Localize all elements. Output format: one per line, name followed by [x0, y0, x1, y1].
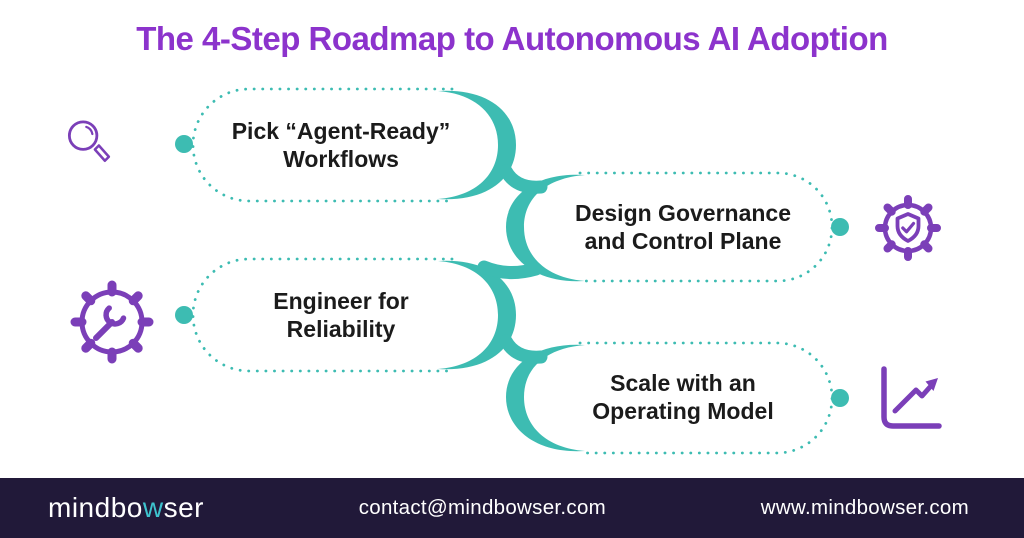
step-3-label: Engineer for Reliability: [273, 287, 409, 342]
page-title: The 4-Step Roadmap to Autonomous AI Adop…: [136, 20, 888, 57]
connector-neck-2: [477, 260, 543, 279]
connector-layer: [175, 87, 849, 455]
logo-accent: w: [142, 492, 164, 523]
connector-arc-4: [506, 344, 585, 452]
step-4-label: Scale with an Operating Model: [592, 369, 774, 424]
website-url: www.mindbowser.com: [760, 496, 969, 519]
search-icon: [67, 120, 111, 162]
connector-arc-3: [438, 260, 516, 370]
connector-neck-3: [499, 334, 548, 364]
pill-2-dot: [831, 218, 849, 236]
footer-bar: mindbowser contact@mindbowser.com www.mi…: [0, 478, 1024, 538]
connector-arc-1: [438, 90, 516, 200]
connector-neck-1: [499, 164, 548, 194]
gear-shield-icon: [875, 195, 941, 261]
pill-3-outline: [191, 257, 454, 373]
logo-suffix: ser: [163, 492, 204, 523]
pill-1-dot: [175, 135, 193, 153]
pill-4-dot: [831, 389, 849, 407]
step-1-label: Pick “Agent-Ready” Workflows: [231, 117, 451, 172]
pill-1-outline: [191, 87, 454, 203]
logo-prefix: mindbo: [48, 492, 143, 523]
contact-email: contact@mindbowser.com: [358, 496, 607, 519]
step-2-label: Design Governance and Control Plane: [574, 199, 792, 254]
pill-3-dot: [175, 306, 193, 324]
connector-arc-2: [506, 174, 585, 282]
gear-wrench-icon: [70, 280, 154, 364]
mindbowser-logo: mindbowser: [48, 492, 204, 524]
growth-chart-icon: [881, 366, 942, 429]
